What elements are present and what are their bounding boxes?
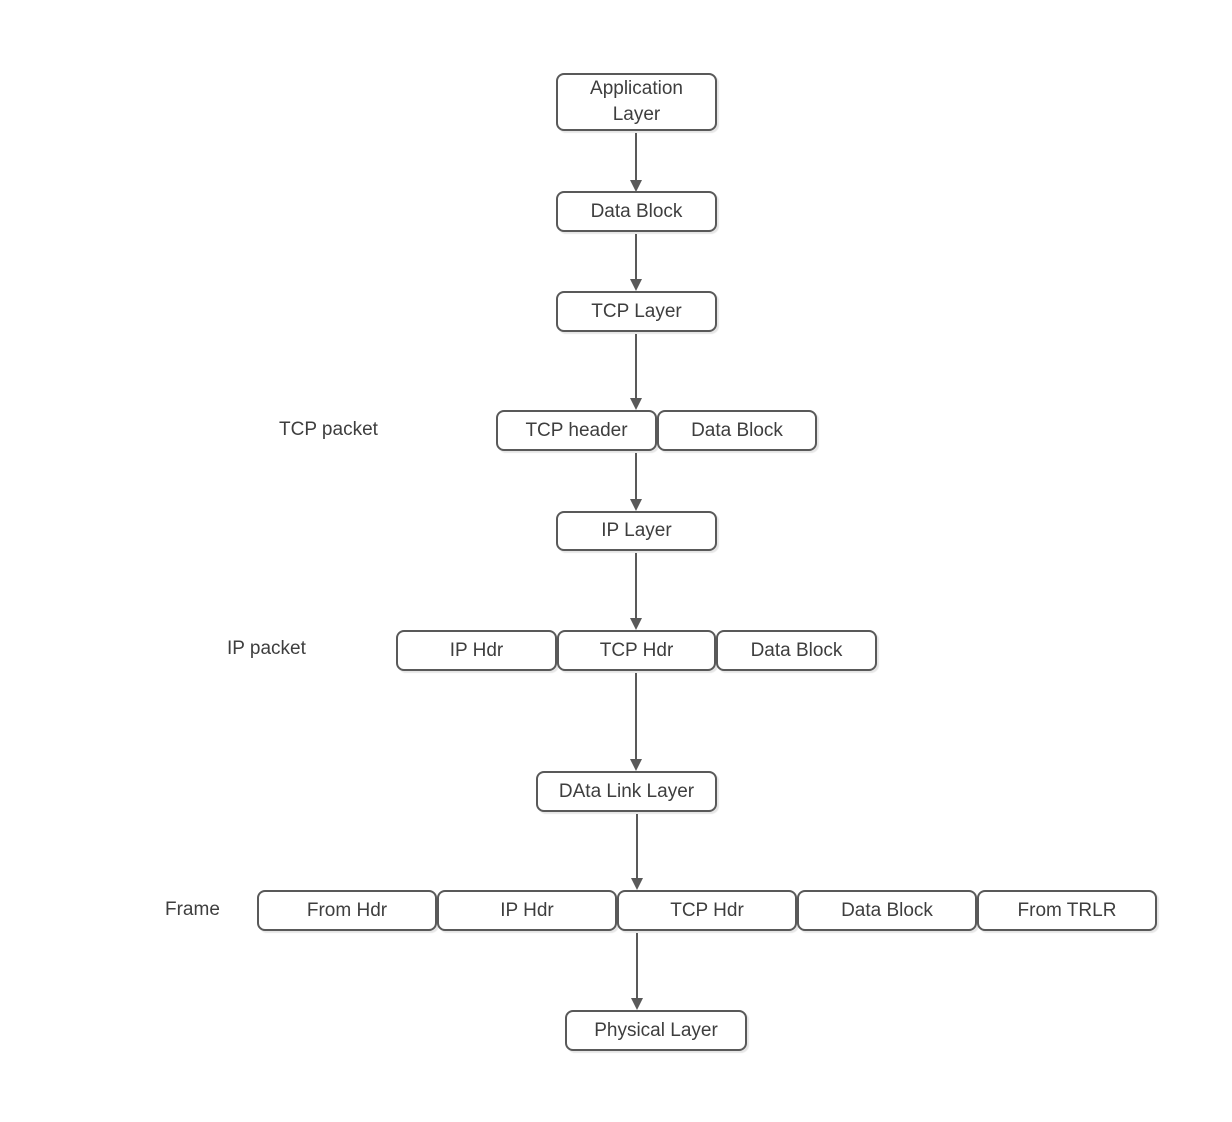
label-tcp-packet: TCP packet <box>279 419 378 440</box>
arrow-datablock-to-tcplayer-icon <box>630 234 642 291</box>
node-ip-row-tcp-hdr: TCP Hdr <box>557 630 716 671</box>
node-data-link-layer: DAta Link Layer <box>536 771 717 812</box>
arrow-tcppacket-to-iplayer-icon <box>630 453 642 511</box>
arrow-frame-to-physical-icon <box>631 933 643 1010</box>
node-data-block-top: Data Block <box>556 191 717 232</box>
label-ip-packet: IP packet <box>227 638 306 659</box>
node-frame-ip-hdr: IP Hdr <box>437 890 617 931</box>
node-tcp-layer: TCP Layer <box>556 291 717 332</box>
arrow-datalink-to-frame-icon <box>631 814 643 890</box>
node-application-layer: Application Layer <box>556 73 717 131</box>
node-physical-layer: Physical Layer <box>565 1010 747 1051</box>
node-frame-from-trlr: From TRLR <box>977 890 1157 931</box>
node-tcp-row-data-block: Data Block <box>657 410 817 451</box>
arrow-ippacket-to-datalink-icon <box>630 673 642 771</box>
arrow-tcplayer-to-tcppacket-icon <box>630 334 642 410</box>
node-ip-layer: IP Layer <box>556 511 717 551</box>
arrow-application-to-datablock-icon <box>630 133 642 192</box>
node-ip-row-data-block: Data Block <box>716 630 877 671</box>
node-ip-row-ip-hdr: IP Hdr <box>396 630 557 671</box>
label-frame: Frame <box>165 899 220 920</box>
node-frame-tcp-hdr: TCP Hdr <box>617 890 797 931</box>
arrow-iplayer-to-ippacket-icon <box>630 553 642 630</box>
node-tcp-header: TCP header <box>496 410 657 451</box>
node-frame-data-block: Data Block <box>797 890 977 931</box>
node-frame-from-hdr: From Hdr <box>257 890 437 931</box>
